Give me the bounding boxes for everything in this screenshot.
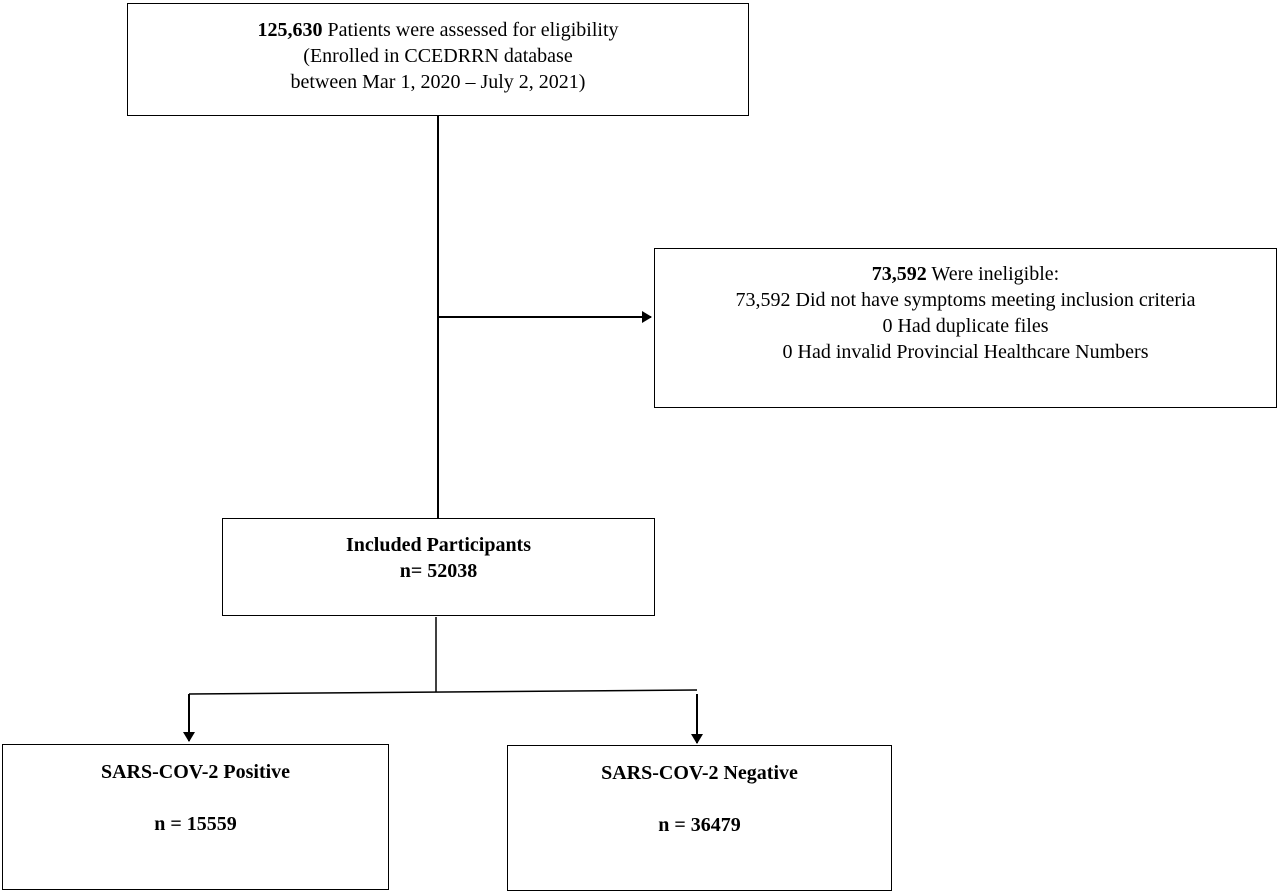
ineligible-reason: 73,592 Did not have symptoms meeting inc… [735, 289, 1196, 311]
ineligible-reason: 0 Had invalid Provincial Healthcare Numb… [782, 341, 1149, 363]
ineligible-count: 73,592 [871, 263, 927, 285]
negative-spacer [508, 786, 891, 812]
assessed-box: 125,630 Patients were assessed for eligi… [127, 3, 749, 116]
positive-n: n = 15559 [154, 813, 237, 835]
ineligible-label: Were ineligible: [926, 263, 1060, 285]
positive-spacer [3, 785, 388, 811]
ineligible-reason: 0 Had duplicate files [882, 315, 1049, 337]
included-n: n= 52038 [399, 560, 478, 582]
included-title: Included Participants [345, 534, 532, 556]
assessed-line2: (Enrolled in CCEDRRN database [303, 45, 573, 67]
positive-title: SARS-COV-2 Positive [100, 761, 291, 783]
assessed-line3: between Mar 1, 2020 – July 2, 2021) [290, 71, 586, 93]
ineligible-headline: 73,592 Were ineligible: [655, 261, 1276, 287]
ineligible-box: 73,592 Were ineligible: 73,592 Did not h… [654, 248, 1277, 408]
assessed-count: 125,630 [257, 19, 323, 41]
connector-split-horizontal [188, 689, 698, 695]
negative-title: SARS-COV-2 Negative [601, 762, 798, 784]
assessed-label: Patients were assessed for eligibility [322, 19, 619, 41]
included-box: Included Participants n= 52038 [222, 518, 655, 616]
assessed-headline: 125,630 Patients were assessed for eligi… [128, 17, 748, 43]
negative-n: n = 36479 [658, 814, 741, 836]
negative-box: SARS-COV-2 Negative n = 36479 [507, 745, 892, 891]
positive-box: SARS-COV-2 Positive n = 15559 [2, 744, 389, 890]
